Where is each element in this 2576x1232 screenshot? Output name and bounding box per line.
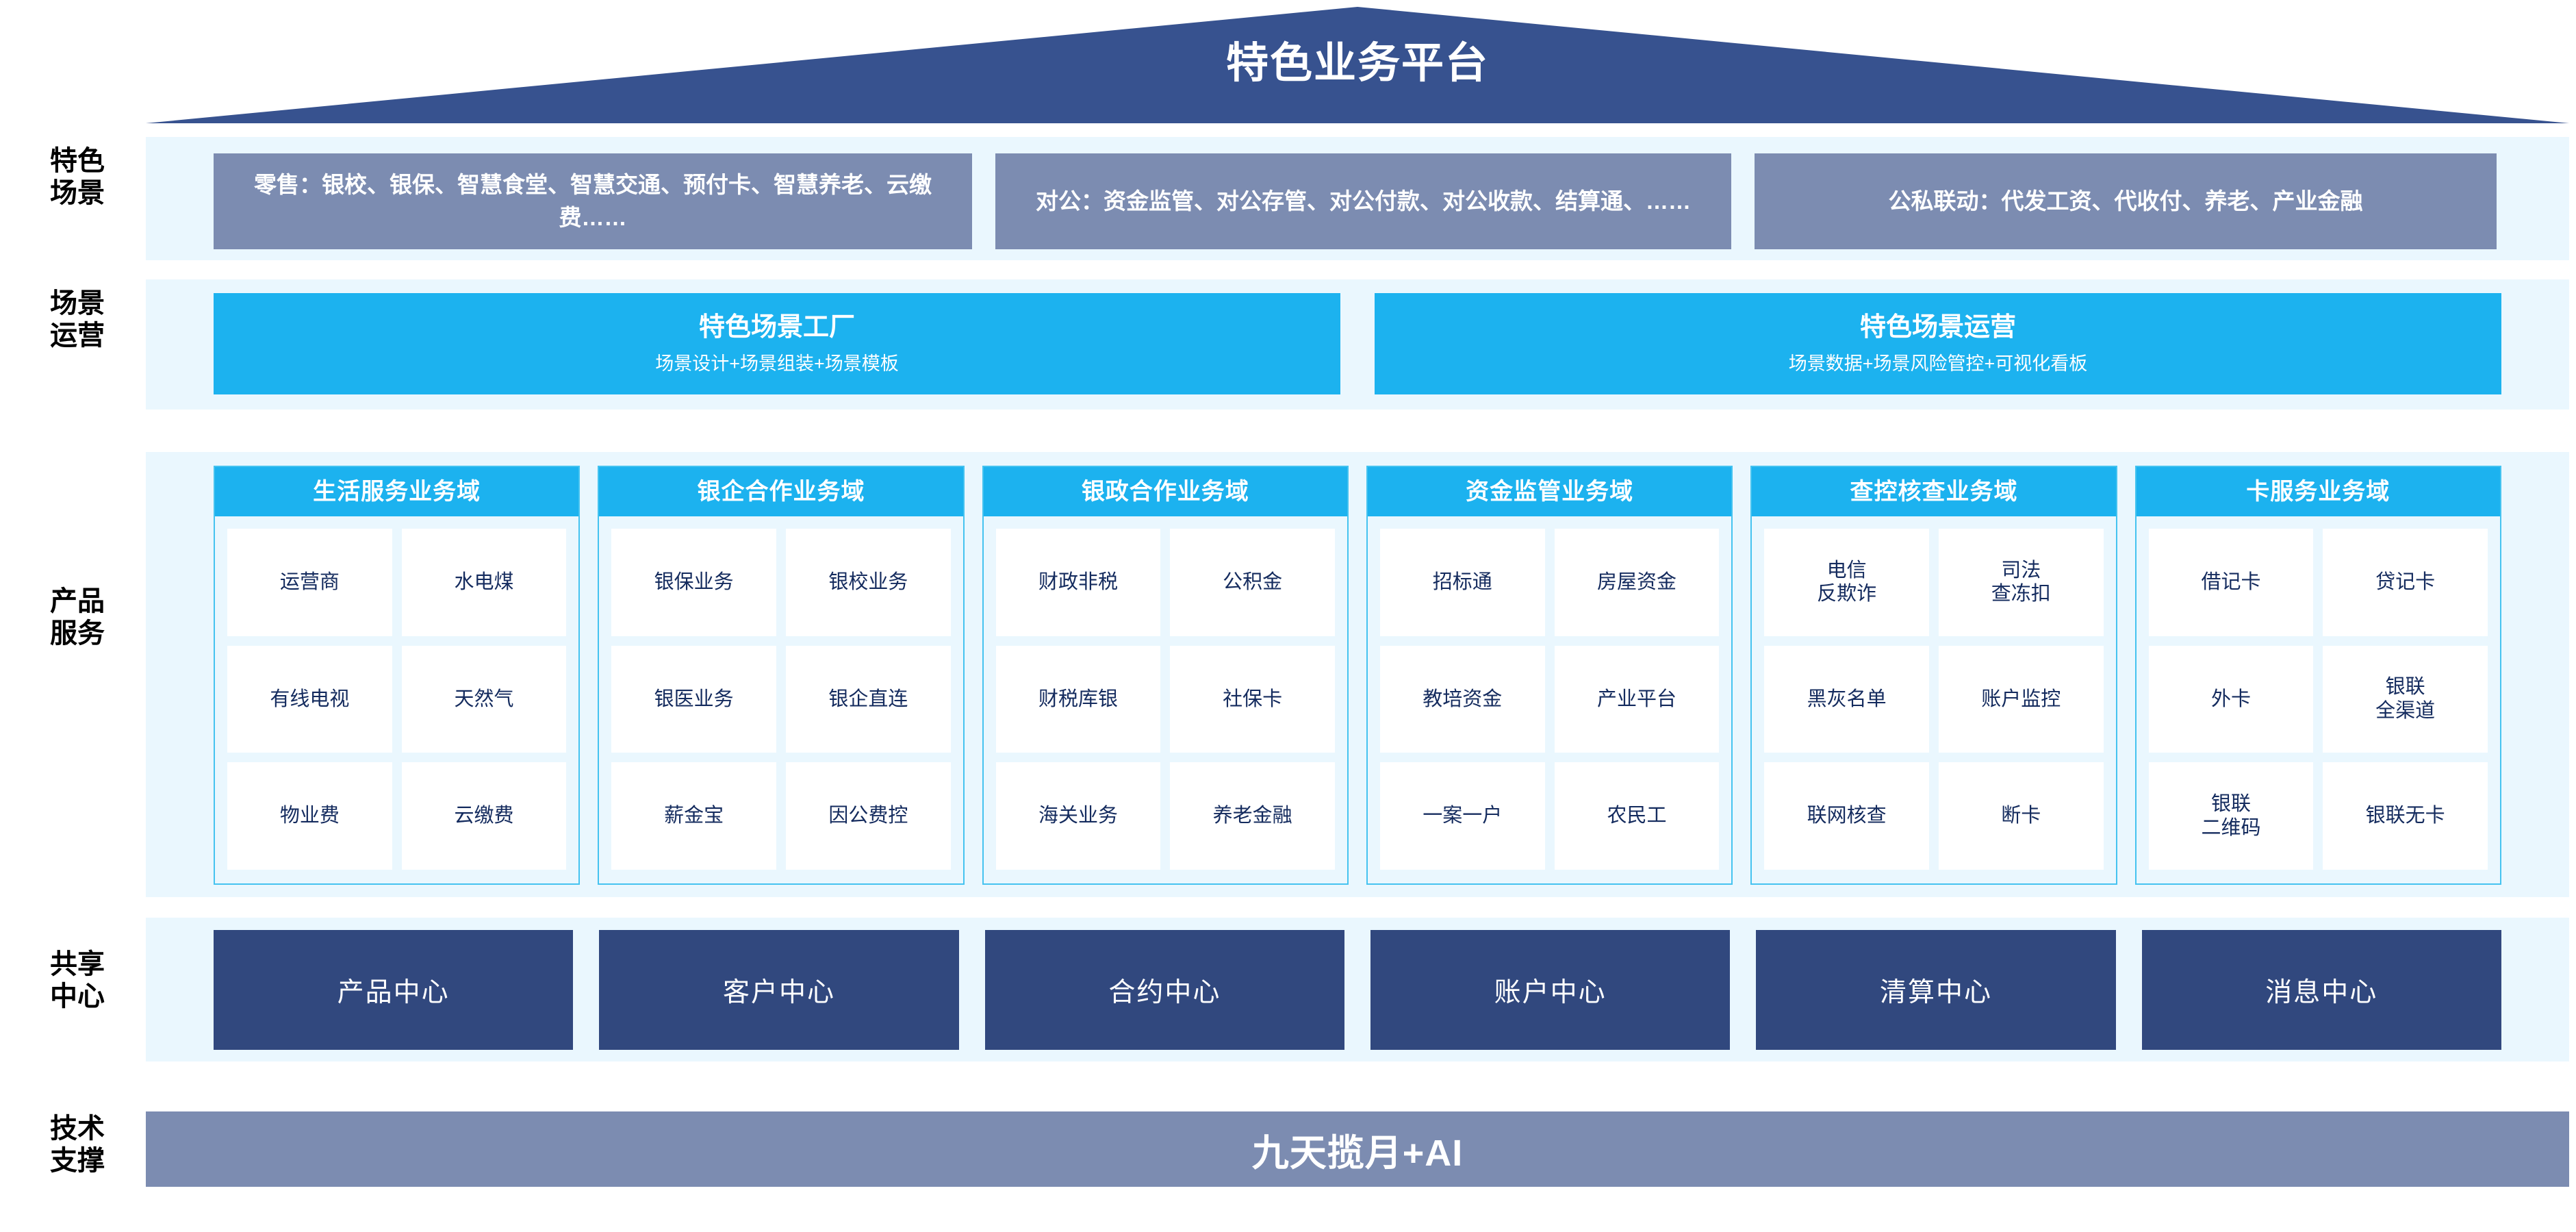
domain-item[interactable]: 银联 全渠道 bbox=[2323, 645, 2488, 753]
domain-card-bank-enterprise[interactable]: 银企合作业务域 银保业务 银校业务 银医业务 银企直连 薪金宝 因公费控 bbox=[598, 466, 965, 885]
domain-item[interactable]: 房屋资金 bbox=[1554, 529, 1720, 636]
shared-center-contract[interactable]: 合约中心 bbox=[984, 930, 1344, 1050]
domain-card-items: 电信 反欺诈 司法 查冻扣 黑灰名单 账户监控 联网核查 断卡 bbox=[1752, 516, 2115, 883]
domain-item[interactable]: 银医业务 bbox=[611, 645, 776, 753]
scene-box-corporate[interactable]: 对公：资金监管、对公存管、对公付款、对公收款、结算通、…… bbox=[995, 153, 1731, 249]
domain-item[interactable]: 有线电视 bbox=[227, 645, 392, 753]
domain-card-items: 招标通 房屋资金 教培资金 产业平台 一案一户 农民工 bbox=[1368, 516, 1731, 883]
scene-row: 零售：银校、银保、智慧食堂、智慧交通、预付卡、智慧养老、云缴费…… 对公：资金监… bbox=[146, 153, 2569, 249]
domain-item[interactable]: 电信 反欺诈 bbox=[1764, 529, 1929, 636]
domain-card-items: 借记卡 贷记卡 外卡 银联 全渠道 银联 二维码 银联无卡 bbox=[2137, 516, 2500, 883]
domain-item[interactable]: 社保卡 bbox=[1170, 645, 1335, 753]
product-service-row: 生活服务业务域 运营商 水电煤 有线电视 天然气 物业费 云缴费 银企合作业务域… bbox=[146, 466, 2569, 885]
domain-item[interactable]: 银联无卡 bbox=[2323, 762, 2488, 870]
domain-item[interactable]: 财税库银 bbox=[995, 645, 1161, 753]
domain-card-card-service[interactable]: 卡服务业务域 借记卡 贷记卡 外卡 银联 全渠道 银联 二维码 银联无卡 bbox=[2134, 466, 2501, 885]
domain-item[interactable]: 运营商 bbox=[227, 529, 392, 636]
shared-center-message[interactable]: 消息中心 bbox=[2141, 930, 2501, 1050]
row-label-scene: 特色 场景 bbox=[50, 146, 105, 209]
domain-item[interactable]: 养老金融 bbox=[1170, 762, 1335, 870]
domain-card-title: 银政合作业务域 bbox=[983, 467, 1347, 517]
domain-item[interactable]: 因公费控 bbox=[785, 762, 951, 870]
operation-card-title: 特色场景运营 bbox=[1859, 312, 2016, 342]
domain-card-investigation-control[interactable]: 查控核查业务域 电信 反欺诈 司法 查冻扣 黑灰名单 账户监控 联网核查 断卡 bbox=[1750, 466, 2117, 885]
domain-item[interactable]: 银校业务 bbox=[785, 529, 951, 636]
domain-item[interactable]: 账户监控 bbox=[1938, 645, 2104, 753]
row-label-shared: 共享 中心 bbox=[50, 949, 105, 1012]
domain-item[interactable]: 云缴费 bbox=[401, 762, 567, 870]
domain-item[interactable]: 银企直连 bbox=[785, 645, 951, 753]
domain-item[interactable]: 公积金 bbox=[1170, 529, 1335, 636]
shared-center-clearing[interactable]: 清算中心 bbox=[1756, 930, 2116, 1050]
domain-card-fund-supervision[interactable]: 资金监管业务域 招标通 房屋资金 教培资金 产业平台 一案一户 农民工 bbox=[1366, 466, 1733, 885]
domain-item[interactable]: 黑灰名单 bbox=[1764, 645, 1929, 753]
operation-card-subtitle: 场景数据+场景风险管控+可视化看板 bbox=[1788, 353, 2088, 375]
operation-card-scene-factory[interactable]: 特色场景工厂 场景设计+场景组装+场景模板 bbox=[214, 293, 1340, 394]
row-label-tech: 技术 支撑 bbox=[50, 1114, 105, 1177]
domain-item[interactable]: 水电煤 bbox=[401, 529, 567, 636]
row-label-product: 产品 服务 bbox=[50, 586, 105, 649]
domain-item[interactable]: 一案一户 bbox=[1379, 762, 1545, 870]
domain-card-title: 资金监管业务域 bbox=[1367, 467, 1732, 517]
scene-box-retail[interactable]: 零售：银校、银保、智慧食堂、智慧交通、预付卡、智慧养老、云缴费…… bbox=[214, 153, 972, 249]
domain-item[interactable]: 银联 二维码 bbox=[2148, 762, 2314, 870]
domain-item[interactable]: 银保业务 bbox=[611, 529, 776, 636]
domain-item[interactable]: 产业平台 bbox=[1554, 645, 1720, 753]
domain-card-title: 卡服务业务域 bbox=[2136, 467, 2500, 517]
domain-card-title: 银企合作业务域 bbox=[599, 467, 963, 517]
domain-item[interactable]: 司法 查冻扣 bbox=[1938, 529, 2104, 636]
tech-support-bar[interactable]: 九天揽月+AI bbox=[146, 1111, 2569, 1187]
domain-card-life-service[interactable]: 生活服务业务域 运营商 水电煤 有线电视 天然气 物业费 云缴费 bbox=[214, 466, 581, 885]
domain-item[interactable]: 招标通 bbox=[1379, 529, 1545, 636]
row-label-operation: 场景 运营 bbox=[50, 288, 105, 351]
operation-row: 特色场景工厂 场景设计+场景组装+场景模板 特色场景运营 场景数据+场景风险管控… bbox=[146, 293, 2569, 394]
domain-card-title: 查控核查业务域 bbox=[1752, 467, 2116, 517]
domain-card-items: 财政非税 公积金 财税库银 社保卡 海关业务 养老金融 bbox=[984, 516, 1347, 883]
domain-card-bank-government[interactable]: 银政合作业务域 财政非税 公积金 财税库银 社保卡 海关业务 养老金融 bbox=[982, 466, 1349, 885]
shared-center-account[interactable]: 账户中心 bbox=[1370, 930, 1731, 1050]
domain-item[interactable]: 贷记卡 bbox=[2323, 529, 2488, 636]
domain-item[interactable]: 薪金宝 bbox=[611, 762, 776, 870]
domain-item[interactable]: 联网核查 bbox=[1764, 762, 1929, 870]
shared-center-customer[interactable]: 客户中心 bbox=[599, 930, 959, 1050]
operation-card-scene-operation[interactable]: 特色场景运营 场景数据+场景风险管控+可视化看板 bbox=[1375, 293, 2501, 394]
scene-box-linkage[interactable]: 公私联动：代发工资、代收付、养老、产业金融 bbox=[1755, 153, 2497, 249]
domain-card-title: 生活服务业务域 bbox=[215, 467, 579, 517]
domain-item[interactable]: 外卡 bbox=[2148, 645, 2314, 753]
domain-item[interactable]: 农民工 bbox=[1554, 762, 1720, 870]
operation-card-title: 特色场景工厂 bbox=[698, 312, 855, 342]
platform-title-banner: 特色业务平台 bbox=[146, 7, 2569, 123]
domain-item[interactable]: 海关业务 bbox=[995, 762, 1161, 870]
domain-item[interactable]: 教培资金 bbox=[1379, 645, 1545, 753]
domain-item[interactable]: 断卡 bbox=[1938, 762, 2104, 870]
shared-center-product[interactable]: 产品中心 bbox=[214, 930, 574, 1050]
domain-item[interactable]: 财政非税 bbox=[995, 529, 1161, 636]
domain-card-items: 运营商 水电煤 有线电视 天然气 物业费 云缴费 bbox=[215, 516, 578, 883]
domain-item[interactable]: 借记卡 bbox=[2148, 529, 2314, 636]
domain-item[interactable]: 物业费 bbox=[227, 762, 392, 870]
operation-card-subtitle: 场景设计+场景组装+场景模板 bbox=[655, 353, 899, 375]
domain-card-items: 银保业务 银校业务 银医业务 银企直连 薪金宝 因公费控 bbox=[599, 516, 962, 883]
page-title: 特色业务平台 bbox=[1225, 40, 1489, 87]
shared-center-row: 产品中心 客户中心 合约中心 账户中心 清算中心 消息中心 bbox=[146, 930, 2569, 1050]
domain-item[interactable]: 天然气 bbox=[401, 645, 567, 753]
